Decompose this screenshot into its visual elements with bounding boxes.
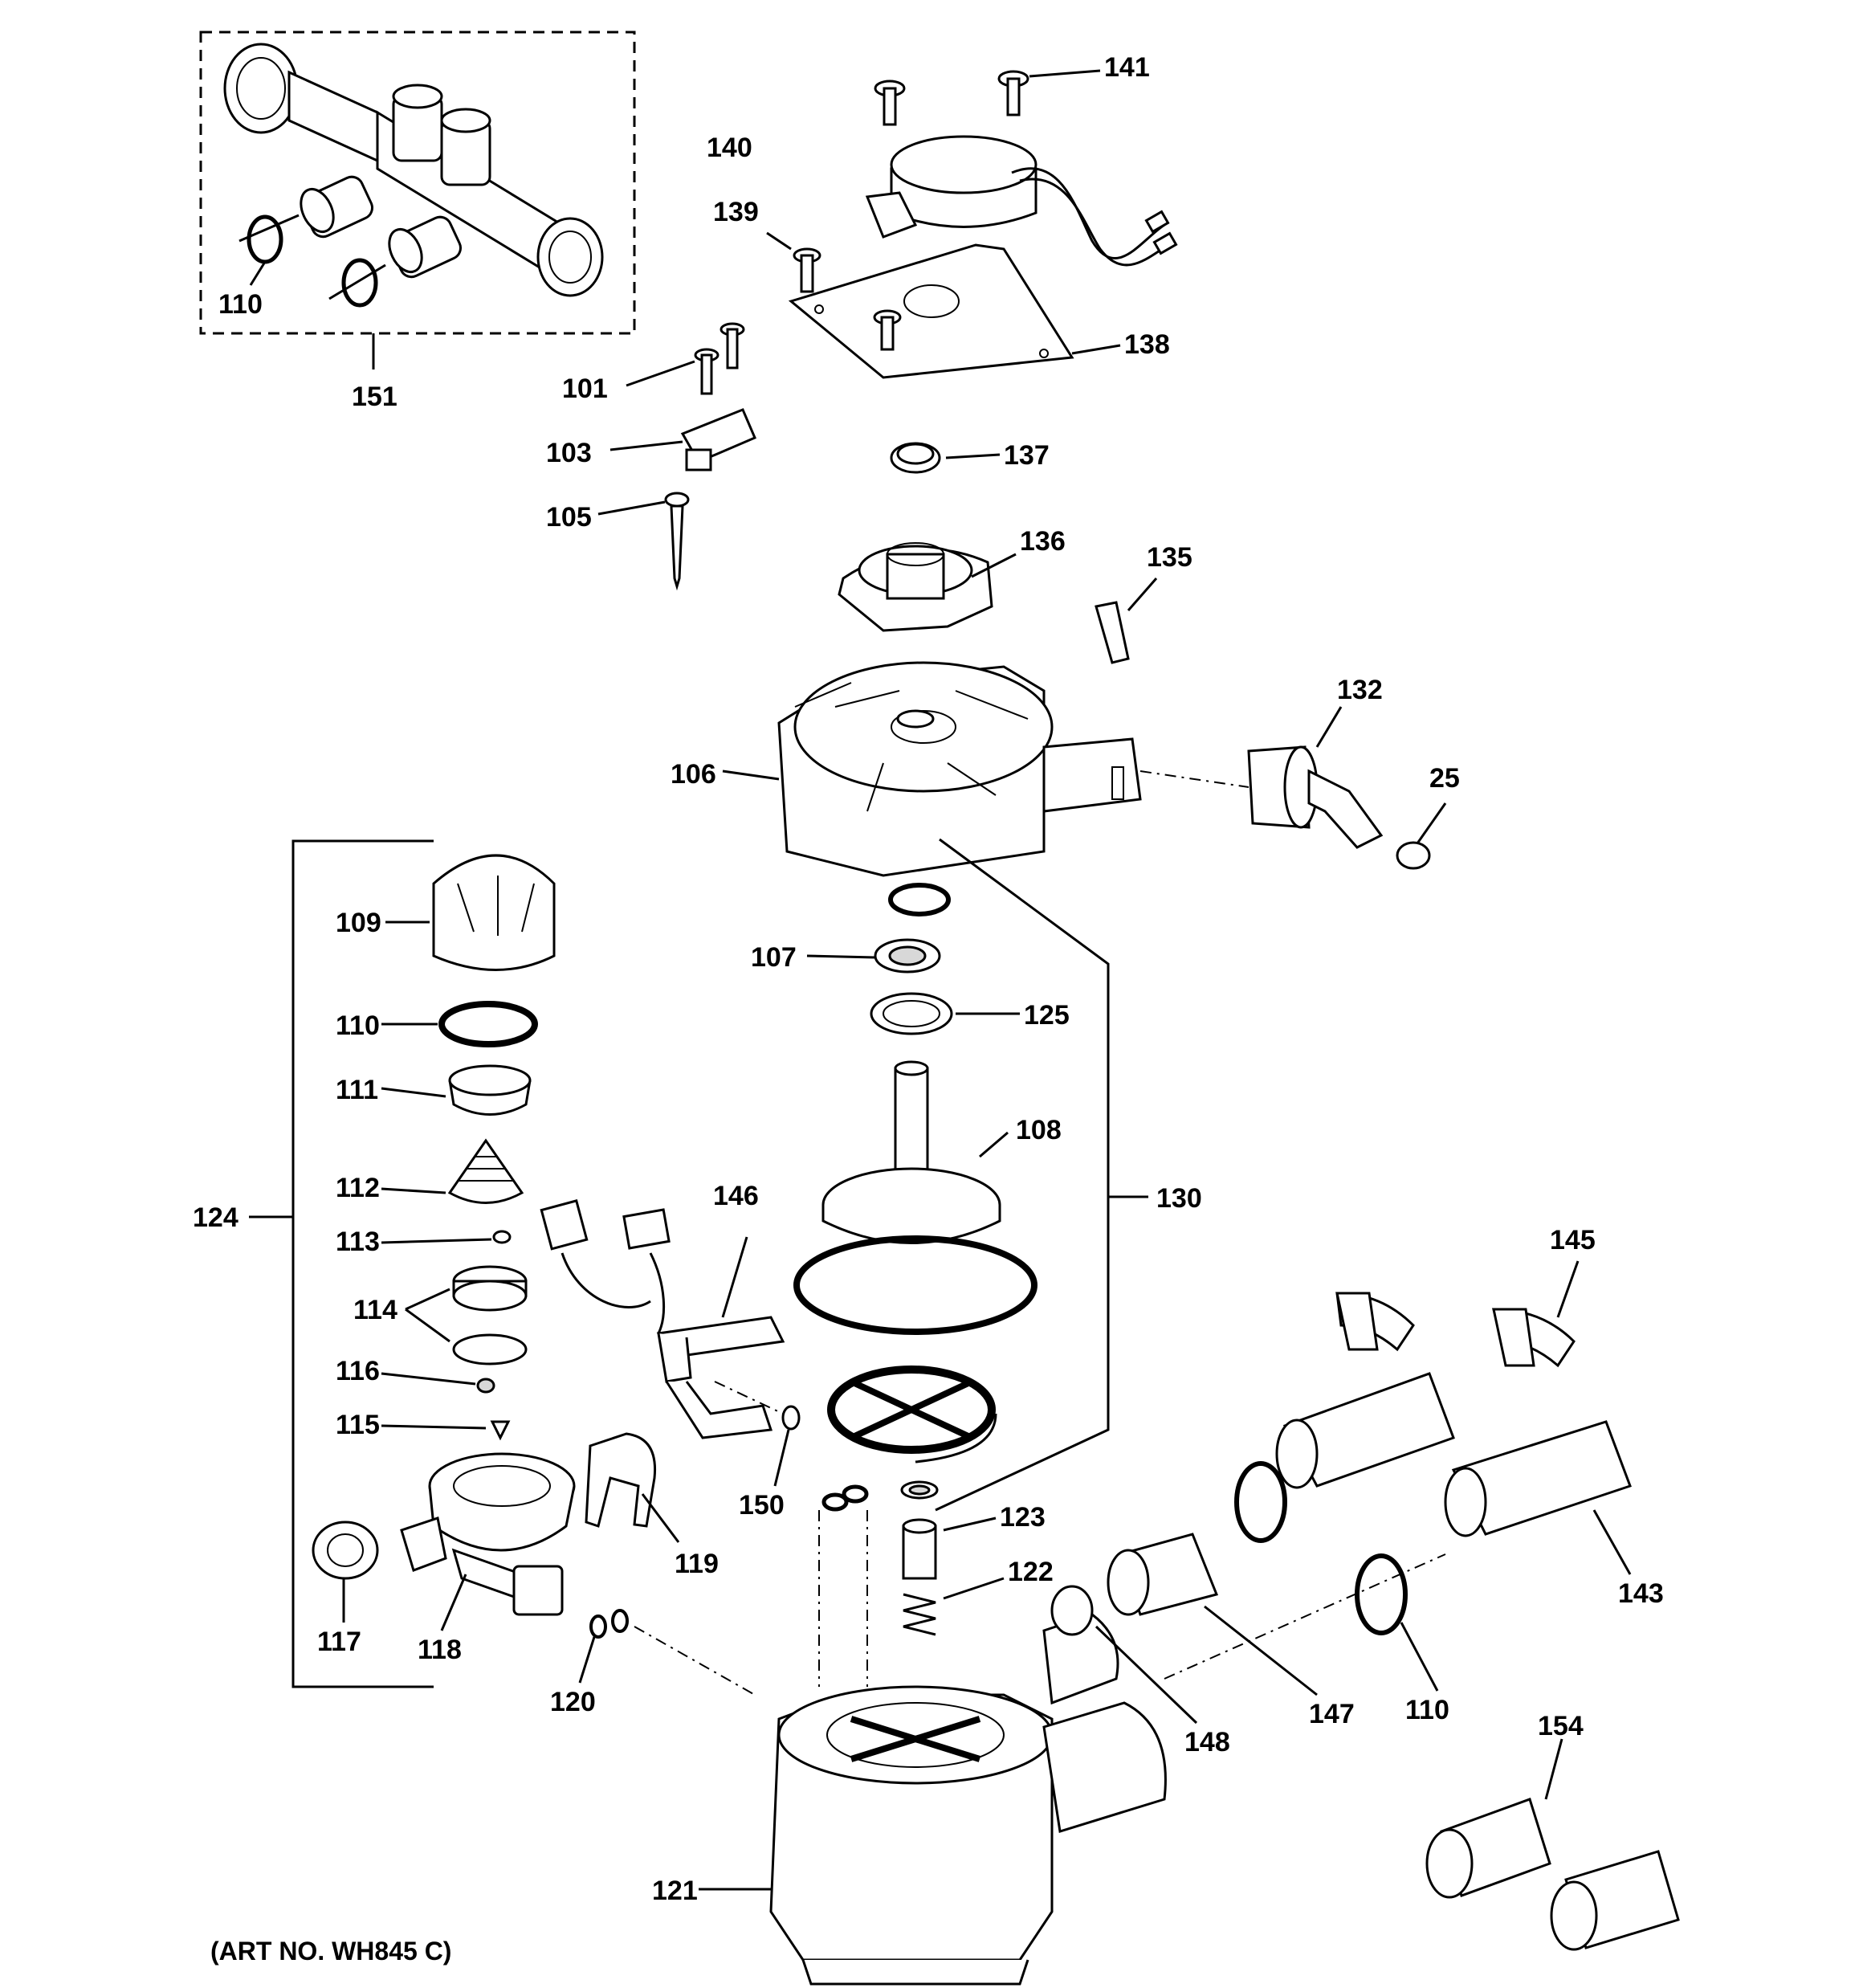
part-138-plate	[766, 231, 1121, 379]
callout-119: 119	[675, 1549, 719, 1579]
callout-121: 121	[652, 1876, 698, 1906]
callout-140: 140	[707, 133, 752, 163]
part-141-screws	[874, 69, 1101, 126]
callout-122: 122	[1008, 1557, 1054, 1587]
part-150-oring	[714, 1381, 801, 1487]
callout-135: 135	[1147, 542, 1192, 573]
part-145-clips	[1335, 1260, 1580, 1368]
part-108-piston	[793, 1060, 1037, 1335]
callout-154: 154	[1538, 1711, 1584, 1741]
callout-110-right: 110	[1405, 1695, 1449, 1725]
part-110-orings-right	[1164, 1461, 1446, 1692]
callout-115: 115	[336, 1410, 380, 1440]
callout-108: 108	[1016, 1115, 1062, 1145]
part-106-housing	[722, 661, 1142, 877]
part-146-sensor-harness	[540, 1199, 785, 1439]
part-143-adapters	[1275, 1372, 1632, 1575]
callout-143: 143	[1618, 1578, 1664, 1609]
part-140-motor	[865, 135, 1178, 267]
part-132-adapter	[1139, 706, 1384, 849]
part-120-orings	[578, 1609, 756, 1696]
small-orings	[818, 1484, 869, 1687]
gasket-disc	[827, 1365, 997, 1463]
part-114-discs	[405, 1265, 528, 1365]
callout-109: 109	[336, 908, 381, 938]
part-151-inset	[199, 31, 636, 369]
part-154-sleeves	[1425, 1738, 1680, 1951]
part-110-oring	[381, 1001, 538, 1047]
part-136-gear	[838, 542, 1017, 632]
part-107-125-seals	[806, 883, 1020, 1035]
callout-101: 101	[562, 374, 608, 404]
callout-146: 146	[713, 1181, 759, 1211]
part-25-clamp	[1396, 802, 1447, 870]
callout-123: 123	[1000, 1502, 1046, 1533]
callout-110-cap: 110	[336, 1010, 380, 1041]
callout-147: 147	[1309, 1699, 1355, 1729]
part-111-ring	[381, 1064, 532, 1116]
callout-112: 112	[336, 1173, 380, 1203]
part-117-nut	[312, 1521, 379, 1623]
part-103-switch	[609, 322, 756, 471]
part-123-122	[900, 1480, 1005, 1636]
callout-113: 113	[336, 1227, 380, 1257]
callout-117: 117	[317, 1627, 361, 1657]
callout-145: 145	[1550, 1225, 1596, 1255]
part-148-flapper	[1050, 1585, 1198, 1725]
callout-103: 103	[546, 438, 592, 468]
callout-137: 137	[1004, 440, 1050, 471]
callout-107: 107	[751, 942, 797, 973]
callout-105: 105	[546, 502, 592, 533]
part-137-seal	[890, 442, 1001, 474]
callout-120: 120	[550, 1687, 596, 1717]
callout-151: 151	[352, 382, 397, 412]
callout-150: 150	[739, 1490, 785, 1521]
callout-141: 141	[1104, 52, 1150, 83]
callout-130: 130	[1156, 1183, 1202, 1214]
bracket-130	[935, 838, 1148, 1512]
callout-25: 25	[1429, 763, 1460, 794]
part-105-screw	[597, 492, 690, 591]
part-147-sleeve	[1107, 1533, 1318, 1696]
part-118-valve-body	[400, 1452, 576, 1631]
callout-116: 116	[336, 1356, 380, 1386]
callout-138: 138	[1124, 329, 1170, 360]
callout-124: 124	[193, 1202, 238, 1233]
part-135-clip	[1095, 578, 1158, 664]
callout-132: 132	[1337, 675, 1383, 705]
callout-139: 139	[713, 197, 759, 227]
callout-118: 118	[418, 1635, 462, 1665]
callout-111: 111	[336, 1075, 378, 1105]
callout-110-inset: 110	[218, 289, 263, 320]
part-113-nut	[381, 1230, 512, 1244]
bracket-124	[249, 839, 434, 1688]
art-number: (ART NO. WH845 C)	[210, 1937, 451, 1966]
callout-148: 148	[1184, 1727, 1230, 1757]
callout-125: 125	[1024, 1000, 1070, 1031]
part-112-screen	[381, 1138, 524, 1204]
callout-136: 136	[1020, 526, 1066, 557]
callout-106: 106	[671, 759, 716, 790]
callout-114: 114	[353, 1295, 397, 1325]
callout-labels: 141 140 139 138 110 151 101 103 105 137 …	[193, 52, 1664, 1906]
part-109-cap	[385, 854, 556, 971]
part-116-115-small	[381, 1372, 511, 1441]
part-119-clip	[585, 1432, 680, 1543]
part-121-main-valve-body	[699, 1613, 1167, 1986]
